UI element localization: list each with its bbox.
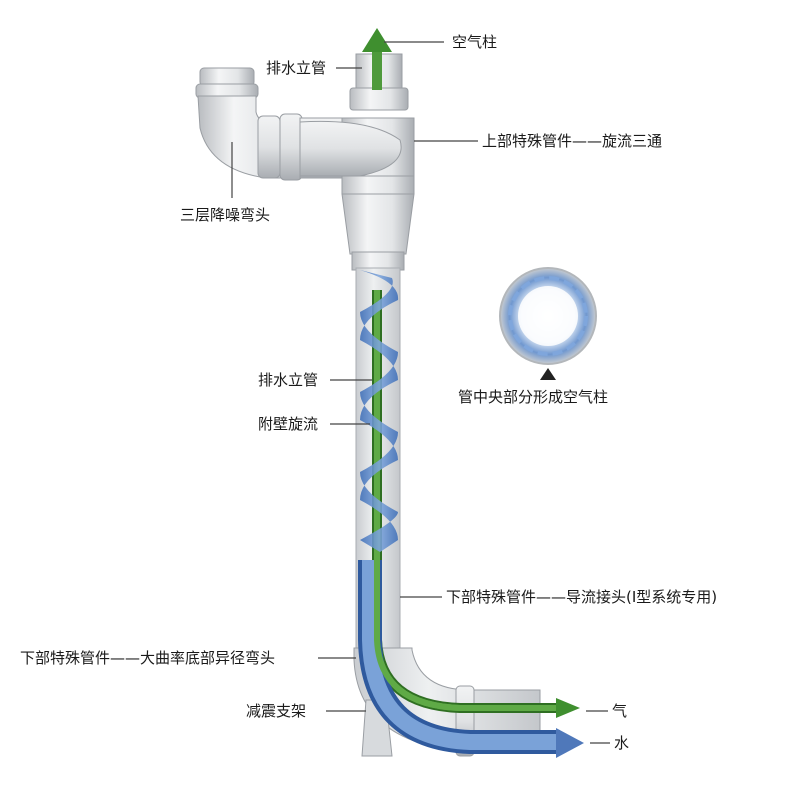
label-riser-top: 排水立管 [266, 59, 326, 77]
pointer-triangle [540, 368, 556, 380]
label-triple-elbow: 三层降噪弯头 [180, 206, 270, 224]
water-flow-path [358, 560, 584, 758]
label-water-out: 水 [614, 734, 629, 752]
leader-lines [231, 41, 610, 744]
label-center-air: 管中央部分形成空气柱 [458, 388, 608, 406]
label-damper-support: 减震支架 [246, 702, 306, 720]
label-riser-mid: 排水立管 [258, 371, 318, 389]
wall-swirl [360, 270, 399, 552]
air-out-arrowhead [556, 698, 580, 718]
label-lower-fitting-guide: 下部特殊管件——导流接头(I型系统专用) [446, 588, 717, 606]
air-up-arrowhead [362, 28, 392, 52]
upper-fitting [299, 53, 415, 271]
label-wall-swirl: 附壁旋流 [258, 415, 318, 433]
cross-section-disc [499, 267, 597, 380]
label-air-column-top: 空气柱 [452, 33, 497, 51]
label-air-out: 气 [612, 702, 627, 720]
label-lower-fitting-elbow: 下部特殊管件——大曲率底部异径弯头 [20, 649, 275, 667]
label-upper-fitting: 上部特殊管件——旋流三通 [482, 132, 662, 150]
water-out-arrowhead [556, 728, 584, 758]
